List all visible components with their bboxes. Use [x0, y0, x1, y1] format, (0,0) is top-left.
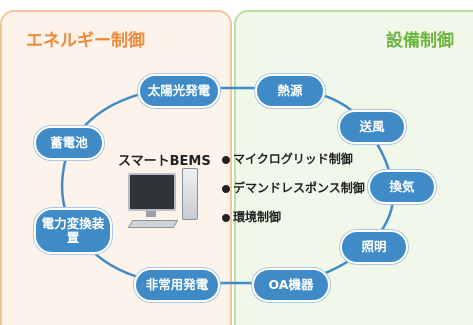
feature-item: デマンドレスポンス制御	[222, 179, 365, 196]
computer-monitor-icon	[128, 173, 176, 218]
node-emergency-power: 非常用発電	[134, 268, 220, 302]
node-heat-source: 熱源	[255, 74, 325, 108]
computer-tower-icon	[182, 168, 198, 220]
keyboard-icon	[127, 220, 179, 228]
node-oa-equipment: OA機器	[252, 268, 330, 302]
node-power-conversion: 電力変換装置	[34, 208, 112, 254]
feature-item: 環境制御	[222, 208, 281, 225]
smart-bems-title: スマートBEMS	[118, 154, 211, 169]
node-air-exchange: 換気	[368, 170, 436, 204]
bullet-icon	[222, 155, 230, 164]
node-solar-power: 太陽光発電	[138, 74, 220, 108]
monitor-stand	[146, 211, 156, 217]
feature-label: デマンドレスポンス制御	[233, 181, 365, 195]
feature-label: 環境制御	[233, 210, 282, 224]
node-storage-battery: 蓄電池	[34, 126, 104, 160]
bullet-icon	[222, 184, 230, 193]
energy-control-panel: エネルギー制御	[0, 10, 232, 325]
node-ventilation: 送風	[338, 110, 406, 144]
monitor-screen	[128, 173, 176, 211]
feature-item: マイクログリッド制御	[222, 150, 353, 167]
equipment-control-title: 設備制御	[386, 31, 454, 51]
bullet-icon	[222, 213, 230, 222]
energy-control-title: エネルギー制御	[26, 31, 145, 51]
feature-label: マイクログリッド制御	[233, 152, 353, 166]
node-lighting: 照明	[340, 230, 408, 264]
